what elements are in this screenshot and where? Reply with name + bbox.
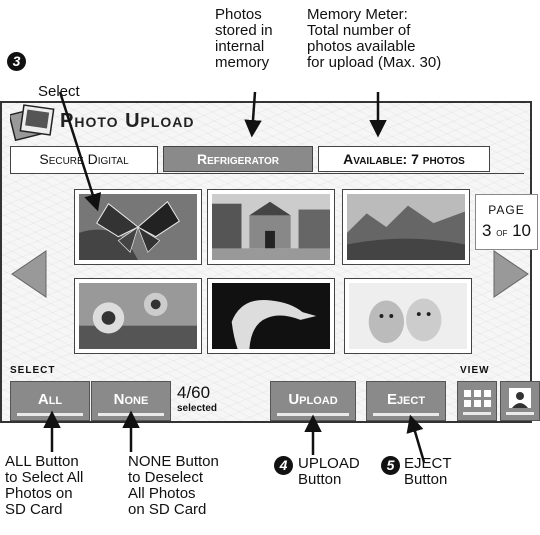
none-button[interactable]: None	[91, 381, 171, 421]
callout-internal-memory: Photos stored in internal memory	[215, 6, 273, 71]
photo-thumbnail-puppies[interactable]	[344, 278, 472, 354]
grid-view-icon	[463, 390, 491, 415]
step-3-badge: 3	[7, 52, 26, 71]
photo-thumbnail-butterfly[interactable]	[74, 189, 202, 265]
page-of: of	[496, 227, 508, 239]
app-title: Photo Upload	[60, 110, 195, 132]
left-arrow-icon[interactable]	[10, 249, 48, 304]
single-view-icon	[506, 388, 534, 415]
page-total: 10	[512, 221, 531, 240]
grid-view-button[interactable]	[457, 381, 497, 421]
upload-button[interactable]: Upload	[270, 381, 356, 421]
tab-divider	[10, 173, 524, 174]
photo-thumbnail-village[interactable]	[207, 189, 335, 265]
folder-photo-icon	[8, 103, 56, 146]
tab-refrigerator[interactable]: Refrigerator	[163, 146, 313, 172]
right-arrow-icon[interactable]	[492, 249, 530, 304]
callout-upload-button-text: UPLOAD Button	[298, 455, 360, 488]
photo-thumbnail-swan[interactable]	[207, 278, 335, 354]
step-5-badge: 5	[381, 456, 400, 475]
callout-eject-button-text: EJECT Button	[404, 455, 452, 488]
page-indicator: PAGE 3 of 10	[475, 194, 538, 250]
step-4-badge: 4	[274, 456, 293, 475]
callout-none-button: NONE Button to Deselect All Photos on SD…	[128, 453, 219, 518]
tab-secure-digital[interactable]: Secure Digital	[10, 146, 158, 174]
photo-thumbnail-sunflowers[interactable]	[74, 278, 202, 354]
all-button[interactable]: All	[10, 381, 90, 421]
callout-all-button: ALL Button to Select All Photos on SD Ca…	[5, 453, 84, 518]
photo-thumbnail-mountains[interactable]	[342, 189, 470, 265]
view-label: VIEW	[460, 365, 490, 376]
page-current: 3	[482, 221, 492, 240]
page-number: 3 of 10	[476, 221, 537, 241]
photo-upload-screen: Photo Upload Secure Digital Refrigerator…	[0, 101, 540, 423]
selected-count-value: 4/60	[177, 383, 211, 402]
single-view-button[interactable]	[500, 381, 540, 421]
memory-meter: Available: 7 photos	[318, 146, 490, 172]
callout-memory-meter: Memory Meter: Total number of photos ava…	[307, 6, 442, 71]
eject-button[interactable]: Eject	[366, 381, 446, 421]
select-label: SELECT	[10, 365, 56, 376]
selected-label: selected	[177, 403, 218, 414]
selection-count: 4/60 selected	[177, 383, 217, 414]
page-label: PAGE	[488, 203, 525, 217]
